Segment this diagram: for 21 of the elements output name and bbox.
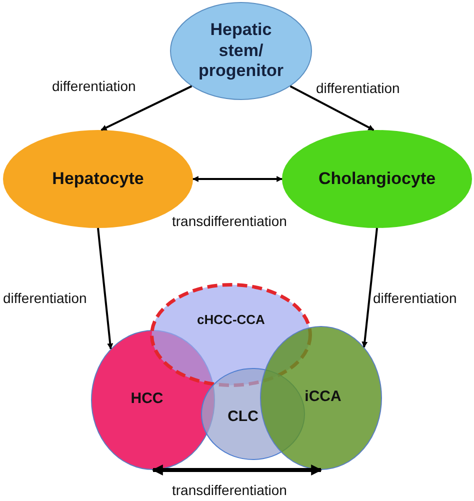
node-label: Hepatocyte xyxy=(52,169,144,189)
node-label: HCC xyxy=(130,390,164,406)
node-label: cHCC-CCA xyxy=(197,312,265,326)
arrow xyxy=(100,85,192,131)
arrow xyxy=(152,464,322,476)
edge-label: differentiation xyxy=(52,78,136,94)
node-label: iCCA xyxy=(304,388,342,404)
arrow xyxy=(362,228,378,348)
node-label: CLC xyxy=(228,408,258,424)
arrow xyxy=(192,176,283,182)
edge-label: differentiation xyxy=(316,80,400,96)
edge-label: transdifferentiation xyxy=(172,213,287,229)
arrow xyxy=(290,85,374,131)
stem-cell-ellipse xyxy=(170,2,312,100)
node-label: Cholangiocyte xyxy=(318,169,436,189)
arrow xyxy=(97,228,114,350)
node-label: Hepatic stem/ progenitor xyxy=(198,20,284,82)
edge-label: differentiation xyxy=(373,290,457,306)
edge-label: transdifferentiation xyxy=(172,482,287,498)
edge-label: differentiation xyxy=(3,290,87,306)
tumor-ellipse xyxy=(260,326,382,470)
